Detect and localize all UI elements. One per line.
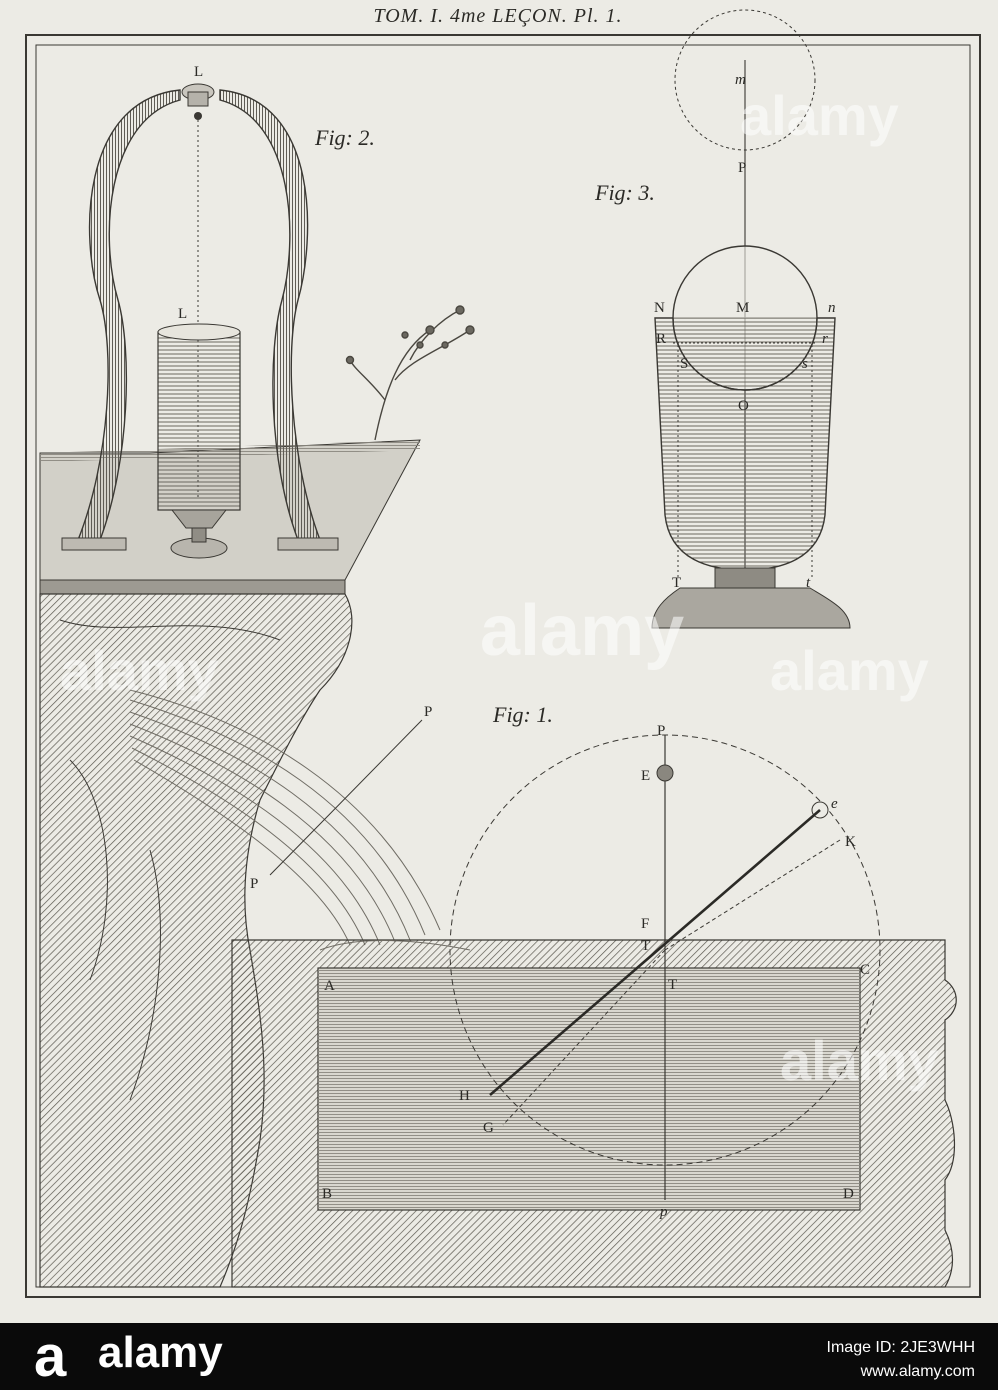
fig1-label-p-top: P	[657, 723, 665, 739]
fig1-label-h: H	[459, 1088, 470, 1104]
footer-logo: a	[34, 1324, 67, 1389]
watermark-brand-left: alamy	[60, 639, 219, 702]
fig1-label-e-upper: E	[641, 768, 650, 784]
rock-cliff	[39, 593, 353, 1288]
water-stream	[129, 689, 441, 946]
footer-image-id: Image ID: 2JE3WHH	[827, 1339, 975, 1356]
fig1-label-c: C	[860, 962, 870, 978]
watermark-brand-right: alamy	[770, 639, 929, 702]
outer-frame	[25, 34, 981, 1298]
fig1-label-d: D	[843, 1186, 854, 1202]
fig2-caption: Fig: 2.	[314, 125, 375, 150]
fig3-label-m: m	[735, 72, 746, 88]
footer-brand: alamy	[98, 1328, 223, 1377]
fig1-label-p-stream-bottom: P	[250, 876, 258, 892]
footer-site: www.alamy.com	[860, 1363, 975, 1380]
fig3-label-n-lower: n	[828, 300, 836, 316]
watermark-footer-bar	[0, 1323, 998, 1390]
fig1-refraction-diagram	[449, 734, 881, 1200]
fig1-label-p-bottom: p	[659, 1204, 668, 1220]
fig1-caption: Fig: 1.	[492, 702, 553, 727]
fig1-label-p-stream-top: P	[424, 704, 432, 720]
fig1-label-t: T	[641, 938, 650, 954]
fig1-label-e-lower: e	[831, 796, 838, 812]
watermark-brand: alamy	[480, 591, 684, 671]
fig1-label-g: G	[483, 1120, 494, 1136]
fig3-label-s-upper: S	[680, 356, 688, 372]
fig2-label-mid: L	[178, 306, 187, 322]
fig3-label-n-upper: N	[654, 300, 665, 316]
watermark: alamy alamy alamy alamy alamy	[60, 84, 939, 1092]
watermark-brand-bottom: alamy	[780, 1029, 939, 1092]
fig1-label-k: K	[845, 834, 856, 850]
fig3-label-t-upper: T	[672, 575, 681, 591]
fig1-label-a: A	[324, 978, 335, 994]
fig3-label-p: P	[738, 160, 746, 176]
fig1-basin	[231, 939, 957, 1288]
fig2-label-top: L	[194, 64, 203, 80]
fig3-label-r-lower: r	[822, 331, 828, 347]
fig2-apparatus	[39, 83, 421, 595]
fig1-label-f: F	[641, 916, 649, 932]
fig1-label-b: B	[322, 1186, 332, 1202]
fig3-label-m-upper: M	[736, 300, 749, 316]
fig3-label-t-lower: t	[806, 575, 811, 591]
fig1-label-t2: T	[668, 977, 677, 993]
fig3-label-r-upper: R	[656, 331, 666, 347]
fig3-caption: Fig: 3.	[594, 180, 655, 205]
plant-sprig	[345, 305, 475, 441]
fig3-label-o: O	[738, 398, 749, 414]
fig3-vessel	[651, 9, 851, 629]
plate-header: TOM. I. 4me LEÇON. Pl. 1.	[373, 5, 622, 27]
fig3-label-s-lower: s	[802, 356, 808, 372]
watermark-brand-top: alamy	[740, 84, 899, 147]
